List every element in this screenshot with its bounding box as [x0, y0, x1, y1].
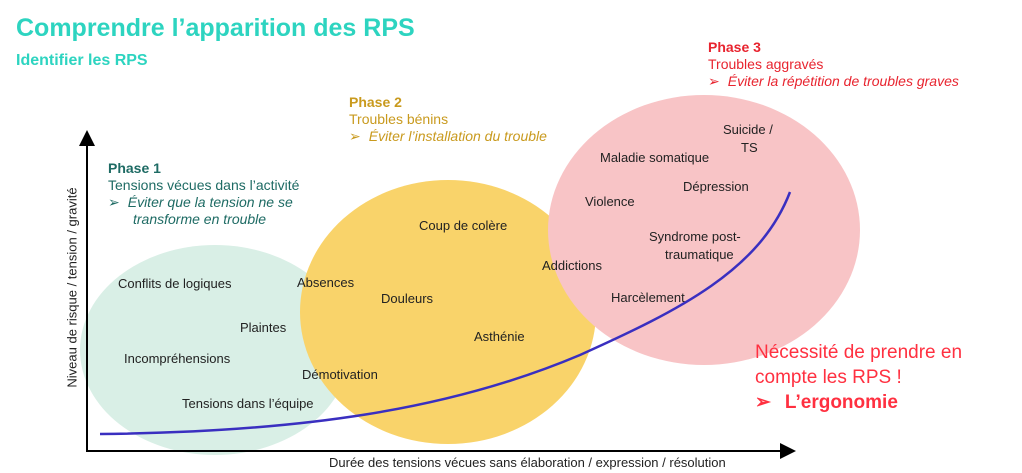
phase3-bubble [548, 95, 860, 365]
label: Syndrome post- [649, 229, 741, 244]
arrow-bullet-icon: ➢ [108, 194, 120, 210]
page-subtitle: Identifier les RPS [16, 52, 148, 69]
x-axis-label: Durée des tensions vécues sans élaborati… [329, 455, 726, 470]
phase2-goal: Éviter l’installation du trouble [368, 128, 547, 144]
phase2-subtitle: Troubles bénins [349, 111, 449, 127]
label: Violence [585, 194, 635, 209]
phase3-subtitle: Troubles aggravés [708, 56, 824, 72]
page-title: Comprendre l’apparition des RPS [16, 14, 415, 42]
phase2-text: Phase 2 Troubles bénins ➢ Éviter l’instal… [349, 94, 547, 145]
label: Plaintes [240, 320, 287, 335]
arrow-bullet-icon: ➢ [708, 73, 720, 89]
label: Coup de colère [419, 218, 508, 233]
label: Asthénie [474, 329, 525, 344]
label: Maladie somatique [600, 150, 710, 165]
label: Démotivation [302, 367, 378, 382]
phase1-title: Phase 1 [108, 160, 161, 176]
label: Harcèlement [611, 290, 685, 305]
label: Incompréhensions [124, 351, 231, 366]
label: Dépression [683, 179, 749, 194]
phase1-subtitle: Tensions vécues dans l’activité [108, 177, 300, 193]
risk-curve [99, 191, 792, 436]
conclusion-line1: Nécessité de prendre en [755, 342, 963, 363]
phase1-goal-2: transforme en trouble [133, 211, 267, 227]
label: TS [741, 140, 758, 155]
arrow-bullet-icon: ➢ [755, 392, 771, 413]
phase1-bubble [80, 245, 350, 455]
arrow-bullet-icon: ➢ [349, 128, 361, 144]
label: Douleurs [381, 291, 434, 306]
conclusion: Nécessité de prendre en compte les RPS !… [755, 340, 962, 415]
label: Addictions [542, 258, 602, 273]
label: Conflits de logiques [118, 276, 232, 291]
label: Absences [297, 275, 355, 290]
phase1-text: Phase 1 Tensions vécues dans l’activité … [108, 160, 299, 228]
label: Suicide / [723, 122, 773, 137]
label: traumatique [665, 247, 734, 262]
phase3-title: Phase 3 [708, 39, 761, 55]
phase3-goal: Éviter la répétition de troubles graves [727, 73, 959, 89]
conclusion-point: L’ergonomie [784, 392, 898, 413]
phase3-text: Phase 3 Troubles aggravés ➢ Éviter la rép… [708, 39, 959, 90]
y-axis-label: Niveau de risque / tension / gravité [64, 187, 80, 388]
label: Tensions dans l’équipe [182, 396, 314, 411]
phase1-goal: Éviter que la tension ne se [127, 194, 293, 210]
phase2-title: Phase 2 [349, 94, 402, 110]
conclusion-line2: compte les RPS ! [755, 367, 902, 388]
